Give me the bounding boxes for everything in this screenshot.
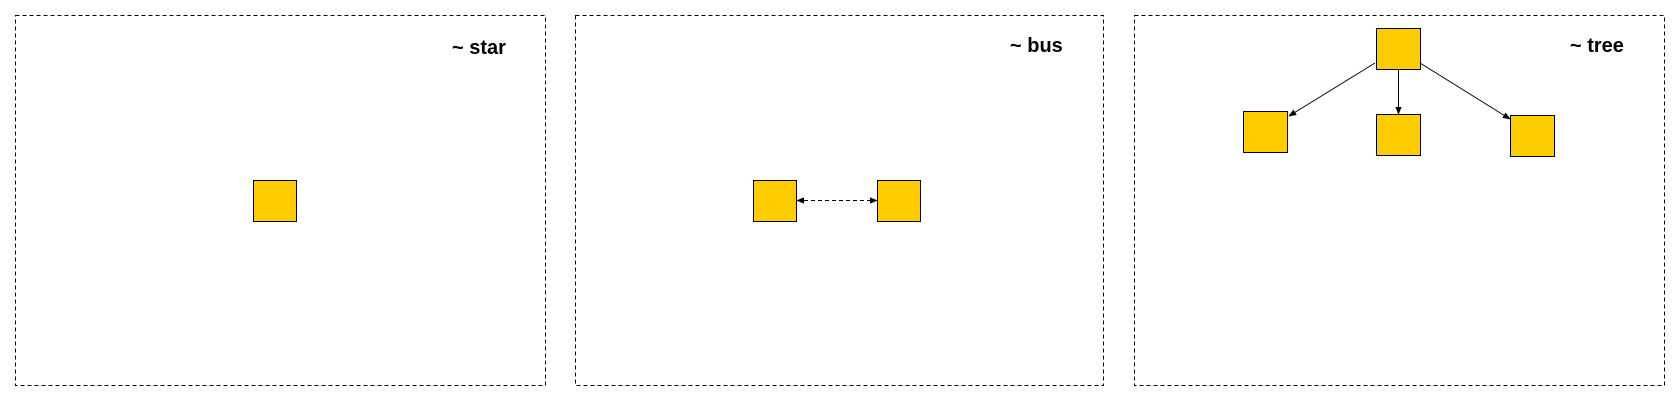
tree-child-middle-node[interactable] [1376, 114, 1421, 156]
panel-star-title: ~ star [452, 37, 506, 59]
panel-tree-title: ~ tree [1570, 35, 1624, 57]
panel-bus: ~ bus [575, 15, 1104, 386]
panel-bus-title: ~ bus [1010, 35, 1063, 57]
tree-edge-root-to-right [1419, 62, 1511, 120]
tree-child-right-node[interactable] [1510, 115, 1555, 157]
tree-edge-root-to-left [1288, 62, 1376, 117]
bus-left-node[interactable] [753, 180, 797, 222]
bus-right-node[interactable] [877, 180, 921, 222]
tree-child-left-node[interactable] [1243, 111, 1288, 153]
tree-root-node[interactable] [1376, 28, 1421, 70]
star-center-node[interactable] [253, 180, 297, 222]
panel-tree-frame [1134, 15, 1665, 386]
panel-star: ~ star [15, 15, 546, 386]
panel-tree: ~ tree [1134, 15, 1665, 386]
